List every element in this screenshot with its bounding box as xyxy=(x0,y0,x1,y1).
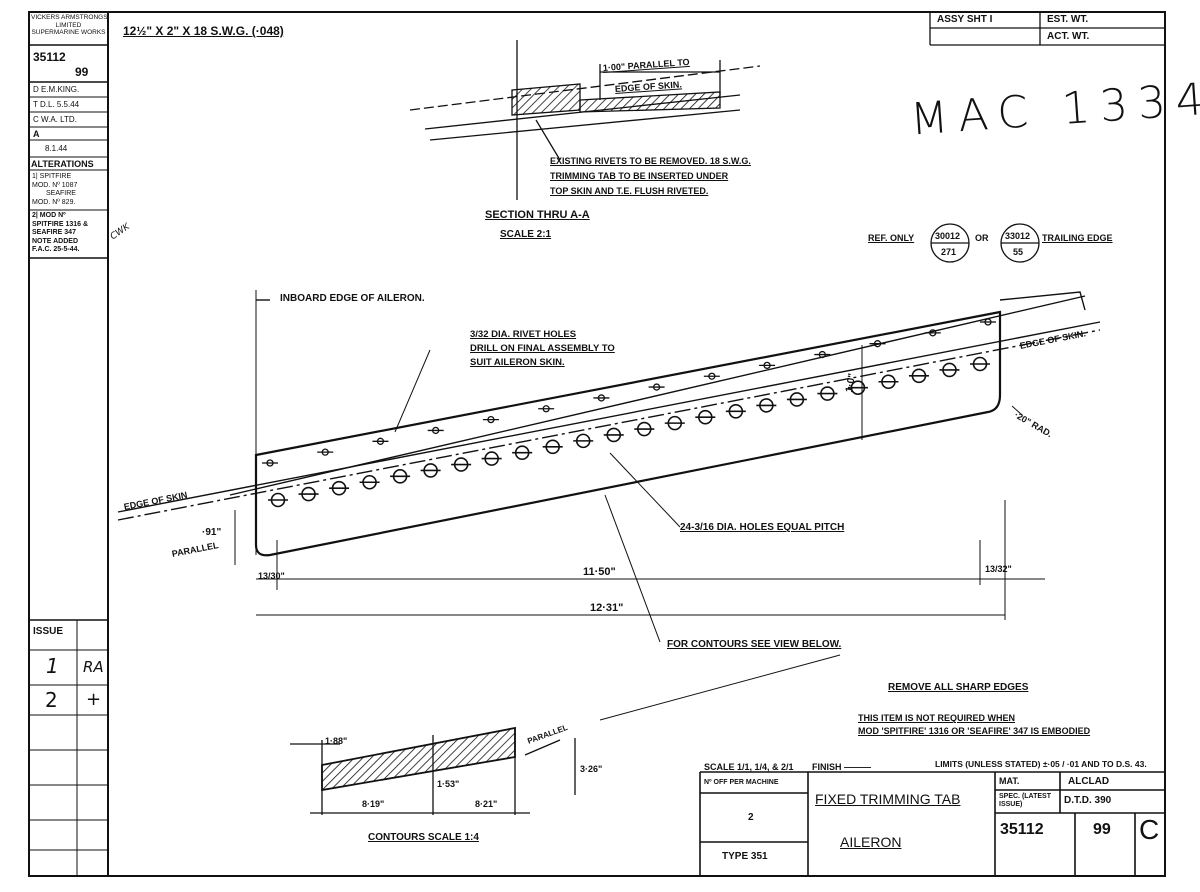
alteration-2-line-3: SEAFIRE 347 xyxy=(32,229,76,236)
limits-label: LIMITS (UNLESS STATED) ±·05 / ·01 AND TO… xyxy=(935,759,1147,769)
ref1-bottom: 271 xyxy=(941,247,957,257)
contour-821: 8·21" xyxy=(475,799,498,809)
contours-note: FOR CONTOURS SEE VIEW BELOW. xyxy=(667,639,842,650)
approved-by: A xyxy=(33,129,40,139)
part-name-1: FIXED TRIMMING TAB xyxy=(815,791,961,807)
traced-by: T D.L. 5.5.44 xyxy=(33,100,80,109)
alterations-heading: ALTERATIONS xyxy=(31,159,94,169)
rivet-note-line-2: DRILL ON FINAL ASSEMBLY TO xyxy=(470,343,615,354)
alteration-2: 2| MOD Nº SPITFIRE 1316 & SEAFIRE 347 NO… xyxy=(32,212,88,255)
section-note: EXISTING RIVETS TO BE REMOVED. 18 S.W.G.… xyxy=(550,154,751,199)
contours-title: CONTOURS SCALE 1:4 xyxy=(368,832,479,843)
act-wt: ACT. WT. xyxy=(1047,31,1090,42)
mat-label: MAT. xyxy=(999,776,1020,786)
checked-by: C W.A. LTD. xyxy=(33,115,77,124)
issue-2-number: 2 xyxy=(45,688,58,712)
left-sheet-no: 99 xyxy=(75,65,89,79)
title-box xyxy=(699,771,1165,876)
section-note-line-1: EXISTING RIVETS TO BE REMOVED. 18 S.W.G. xyxy=(550,156,751,166)
dim-1231: 12·31" xyxy=(590,602,624,614)
sheet-border xyxy=(28,11,1166,877)
ref-circles xyxy=(930,223,1040,263)
section-scale: SCALE 2:1 xyxy=(500,229,552,240)
ref-or: OR xyxy=(975,233,989,243)
ref2-top: 33012 xyxy=(1005,231,1031,241)
drawn-by: D E.M.KING. xyxy=(33,85,80,94)
alteration-1-line-1: 1| SPITFIRE xyxy=(32,173,72,180)
finish-label: FINISH ——— xyxy=(812,762,872,772)
alteration-2-line-1: 2| MOD Nº xyxy=(32,212,66,219)
rivet-holes xyxy=(262,318,996,467)
contour-326: 3·26" xyxy=(580,764,603,774)
rivet-note-line-3: SUIT AILERON SKIN. xyxy=(470,357,565,368)
alteration-2-line-4: NOTE ADDED xyxy=(32,237,79,245)
off-per-machine-value: 2 xyxy=(748,812,754,823)
section-view xyxy=(409,40,761,200)
ref2-bottom: 55 xyxy=(1013,247,1024,257)
assy-sheet: ASSY SHT I xyxy=(937,14,993,25)
inboard-edge-label: INBOARD EDGE OF AILERON. xyxy=(280,293,425,304)
rivet-note-line-1: 3/32 DIA. RIVET HOLES xyxy=(470,329,577,340)
rivet-note: 3/32 DIA. RIVET HOLES DRILL ON FINAL ASS… xyxy=(470,328,615,370)
mat-value: ALCLAD xyxy=(1068,776,1110,787)
section-title: SECTION THRU A-A xyxy=(485,209,590,221)
left-drawing-no: 35112 xyxy=(33,50,66,64)
assy-block xyxy=(929,12,1165,46)
bottom-drawing-no: 35112 xyxy=(1000,821,1044,838)
scale-label: SCALE 1/1, 1/4, & 2/1 xyxy=(704,762,794,772)
holes-note: 24-3/16 DIA. HOLES EQUAL PITCH xyxy=(680,522,845,533)
off-per-machine-label: Nº OFF PER MACHINE xyxy=(704,779,779,786)
ref1-top: 30012 xyxy=(935,231,961,241)
issue-1-initial: RA xyxy=(83,658,104,676)
part-name-2: AILERON xyxy=(840,834,902,850)
dim-1150: 11·50" xyxy=(583,566,616,578)
section-note-line-2: TRIMMING TAB TO BE INSERTED UNDER xyxy=(550,171,729,181)
section-note-line-3: TOP SKIN AND T.E. FLUSH RIVETED. xyxy=(550,186,709,196)
contour-188: 1·88" xyxy=(325,736,348,746)
alteration-2-line-2: SPITFIRE 1316 & xyxy=(32,220,89,228)
main-view xyxy=(117,290,1101,721)
issue-2-initial: + xyxy=(86,689,102,710)
company-line-3: SUPERMARINE WORKS xyxy=(31,29,106,36)
ref-only: REF. ONLY xyxy=(868,233,915,243)
alteration-1: 1| SPITFIRE MOD. Nº 1087 SEAFIRE MOD. Nº… xyxy=(32,173,77,207)
trailing-edge: TRAILING EDGE xyxy=(1042,233,1113,243)
revision-letter: C xyxy=(1139,814,1160,845)
issue-heading: ISSUE xyxy=(33,626,64,637)
large-holes xyxy=(268,356,990,508)
alteration-1-line-2: MOD. Nº 1087 xyxy=(32,181,78,189)
dim-left-fraction: 13/30" xyxy=(258,571,285,581)
alteration-1-line-4: MOD. Nº 829. xyxy=(32,198,76,206)
company-line-1: VICKERS ARMSTRONGS xyxy=(31,14,108,21)
dim-right-fraction: 13/32" xyxy=(985,564,1012,574)
type-label: TYPE 351 xyxy=(722,851,768,862)
contour-153: 1·53" xyxy=(437,779,460,789)
dim-91: ·91" xyxy=(202,527,222,538)
spec-label: SPEC. (LATEST ISSUE) xyxy=(999,793,1051,808)
spec-value: D.T.D. 390 xyxy=(1064,795,1112,806)
bottom-sheet-no: 99 xyxy=(1093,821,1111,838)
alteration-2-line-5: F.A.C. 25-5-44. xyxy=(32,246,80,253)
not-required-line-2: MOD 'SPITFIRE' 1316 OR 'SEAFIRE' 347 IS … xyxy=(858,726,1091,736)
company-line-2: LIMITED xyxy=(55,21,82,29)
contours-view xyxy=(290,726,576,815)
not-required-line-1: THIS ITEM IS NOT REQUIRED WHEN xyxy=(858,713,1016,723)
approval-date: 8.1.44 xyxy=(45,144,68,153)
issue-1-number: 1 xyxy=(46,654,59,678)
est-wt: EST. WT. xyxy=(1047,14,1089,25)
contour-819: 8·19" xyxy=(362,799,385,809)
remove-sharp-edges: REMOVE ALL SHARP EDGES xyxy=(888,682,1029,693)
alteration-1-line-3: SEAFIRE xyxy=(46,190,76,197)
material-spec: 12½" X 2" X 18 S.W.G. (·048) xyxy=(123,24,284,38)
company-block: VICKERS ARMSTRONGS LIMITED SUPERMARINE W… xyxy=(31,14,108,37)
